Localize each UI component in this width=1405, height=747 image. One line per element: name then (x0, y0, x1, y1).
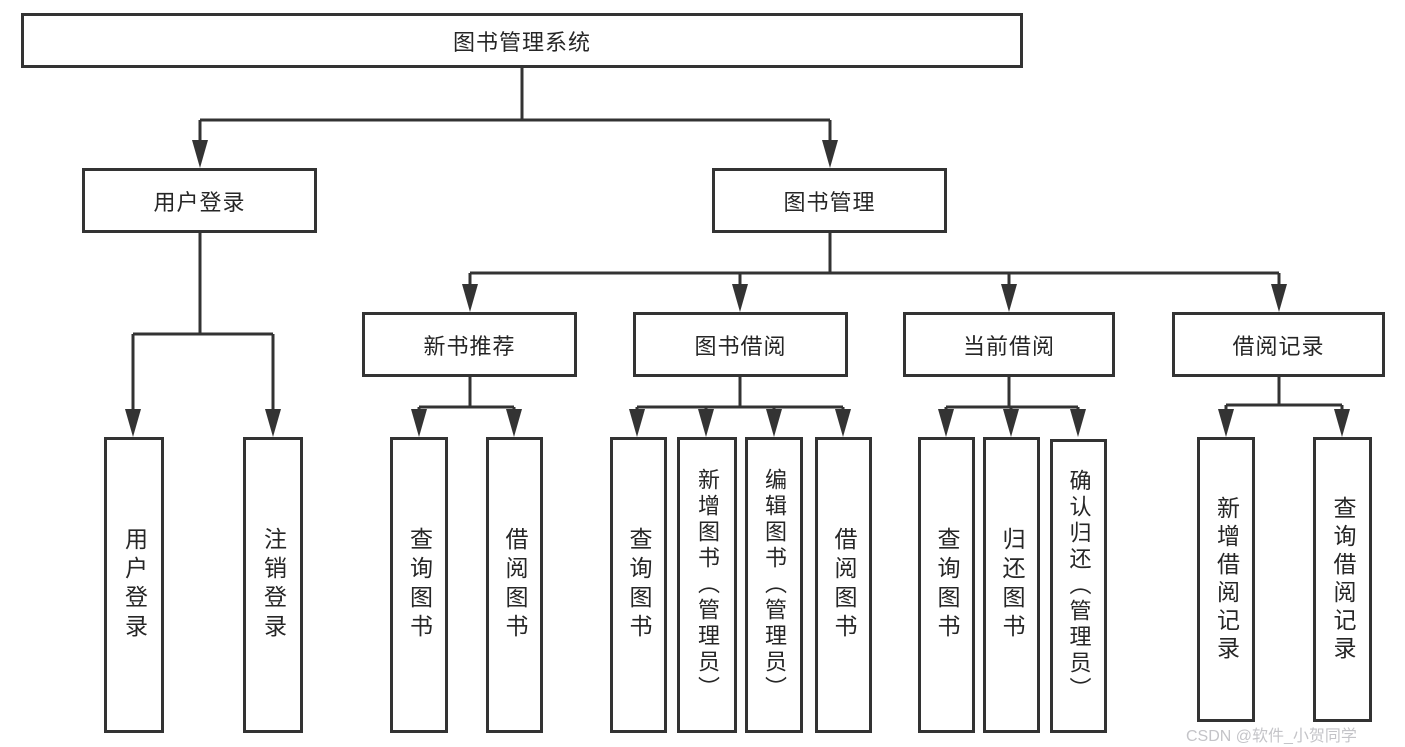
node-current-borrow-label: 当前借阅 (962, 333, 1055, 359)
node-new-book-recommend-label: 新书推荐 (423, 333, 516, 359)
leaf-edit-books-admin-label: 编辑图书（管理员） (762, 468, 787, 702)
node-book-borrow-label: 图书借阅 (694, 333, 787, 359)
leaf-borrow-books-label: 借阅图书 (831, 527, 857, 643)
node-book-management: 图书管理 (712, 168, 947, 233)
leaf-confirm-return-admin: 确认归还（管理员） (1050, 439, 1107, 733)
leaf-user-login: 用户登录 (104, 437, 164, 733)
watermark: CSDN @软件_小贺同学 (1186, 728, 1357, 745)
leaf-logout-label: 注销登录 (260, 527, 287, 643)
leaf-query-books-current-label: 查询图书 (934, 527, 960, 643)
leaf-add-borrow-record: 新增借阅记录 (1197, 437, 1255, 722)
leaf-borrow-books-recommend-label: 借阅图书 (502, 527, 528, 643)
node-borrow-records-label: 借阅记录 (1232, 333, 1325, 359)
leaf-borrow-books-recommend: 借阅图书 (486, 437, 543, 733)
node-borrow-records: 借阅记录 (1172, 312, 1385, 377)
leaf-query-borrow-record: 查询借阅记录 (1313, 437, 1372, 722)
leaf-query-books-borrow: 查询图书 (610, 437, 667, 733)
leaf-query-books-current: 查询图书 (918, 437, 975, 733)
leaf-add-books-admin-label: 新增图书（管理员） (695, 468, 720, 702)
node-new-book-recommend: 新书推荐 (362, 312, 577, 377)
node-root: 图书管理系统 (21, 13, 1023, 68)
node-user-login: 用户登录 (82, 168, 317, 233)
leaf-logout: 注销登录 (243, 437, 303, 733)
node-book-borrow: 图书借阅 (633, 312, 848, 377)
leaf-confirm-return-admin-label: 确认归还（管理员） (1066, 469, 1092, 703)
node-current-borrow: 当前借阅 (903, 312, 1115, 377)
leaf-edit-books-admin: 编辑图书（管理员） (745, 437, 803, 733)
leaf-query-books-recommend: 查询图书 (390, 437, 448, 733)
leaf-query-borrow-record-label: 查询借阅记录 (1330, 495, 1356, 664)
leaf-query-books-recommend-label: 查询图书 (406, 527, 433, 643)
node-root-label: 图书管理系统 (452, 29, 591, 55)
leaf-user-login-label: 用户登录 (121, 527, 148, 643)
leaf-return-books-label: 归还图书 (999, 527, 1025, 643)
leaf-add-books-admin: 新增图书（管理员） (677, 437, 737, 733)
leaf-borrow-books: 借阅图书 (815, 437, 872, 733)
arrowheads (125, 140, 1350, 437)
node-user-login-label: 用户登录 (153, 189, 246, 215)
leaf-return-books: 归还图书 (983, 437, 1040, 733)
leaf-query-books-borrow-label: 查询图书 (626, 527, 652, 643)
leaf-add-borrow-record-label: 新增借阅记录 (1213, 495, 1240, 664)
node-book-management-label: 图书管理 (783, 189, 876, 215)
